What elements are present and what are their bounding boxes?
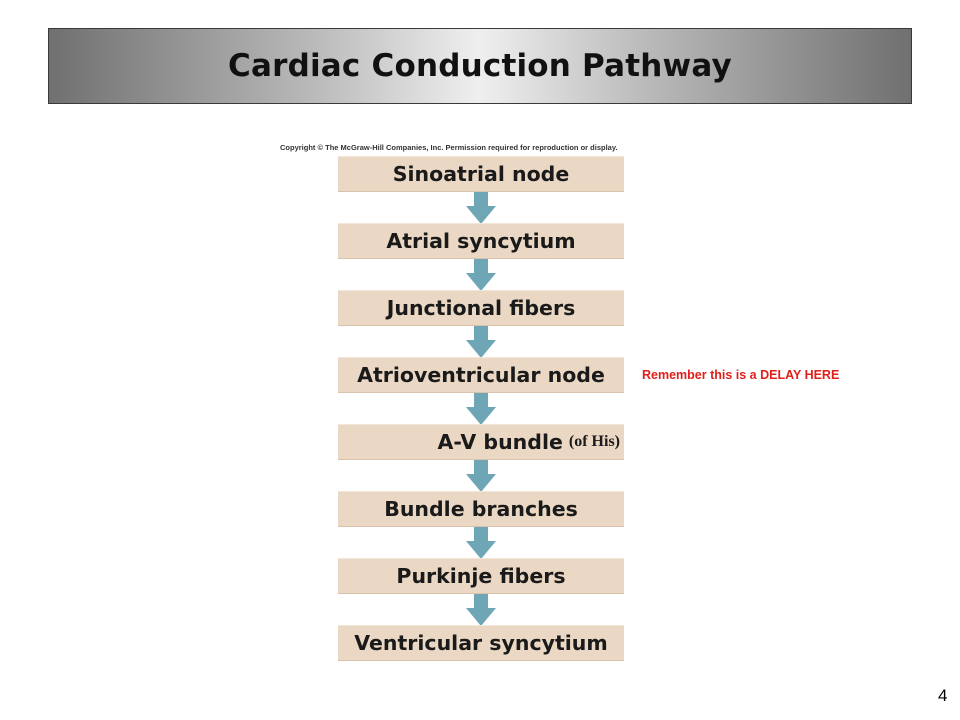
delay-note: Remember this is a DELAY HERE bbox=[642, 368, 840, 382]
step-sinoatrial-node: Sinoatrial node bbox=[338, 156, 624, 192]
down-arrow-icon bbox=[466, 594, 496, 626]
step-label: Bundle branches bbox=[384, 497, 578, 521]
page-number: 4 bbox=[938, 686, 948, 705]
down-arrow-icon bbox=[466, 326, 496, 358]
step-label: Junctional fibers bbox=[386, 296, 576, 320]
step-label: Atrial syncytium bbox=[386, 229, 576, 253]
step-label: Sinoatrial node bbox=[392, 162, 570, 186]
step-label: Atrioventricular node bbox=[357, 363, 605, 387]
step-label: Ventricular syncytium bbox=[354, 631, 608, 655]
step-label: A-V bundle bbox=[437, 430, 563, 454]
title-bar: Cardiac Conduction Pathway bbox=[48, 28, 912, 104]
step-ventricular-syncytium: Ventricular syncytium bbox=[338, 625, 624, 661]
down-arrow-icon bbox=[466, 460, 496, 492]
down-arrow-icon bbox=[466, 393, 496, 425]
slide-title: Cardiac Conduction Pathway bbox=[228, 48, 732, 84]
step-bundle-branches: Bundle branches bbox=[338, 491, 624, 527]
down-arrow-icon bbox=[466, 527, 496, 559]
step-atrial-syncytium: Atrial syncytium bbox=[338, 223, 624, 259]
step-atrioventricular-node: Atrioventricular node bbox=[338, 357, 624, 393]
step-sublabel: (of His) bbox=[568, 433, 620, 450]
copyright-notice: Copyright © The McGraw-Hill Companies, I… bbox=[280, 143, 618, 152]
down-arrow-icon bbox=[466, 192, 496, 224]
step-junctional-fibers: Junctional fibers bbox=[338, 290, 624, 326]
step-av-bundle: A-V bundle (of His) bbox=[338, 424, 624, 460]
step-purkinje-fibers: Purkinje fibers bbox=[338, 558, 624, 594]
down-arrow-icon bbox=[466, 259, 496, 291]
step-label: Purkinje fibers bbox=[396, 564, 566, 588]
